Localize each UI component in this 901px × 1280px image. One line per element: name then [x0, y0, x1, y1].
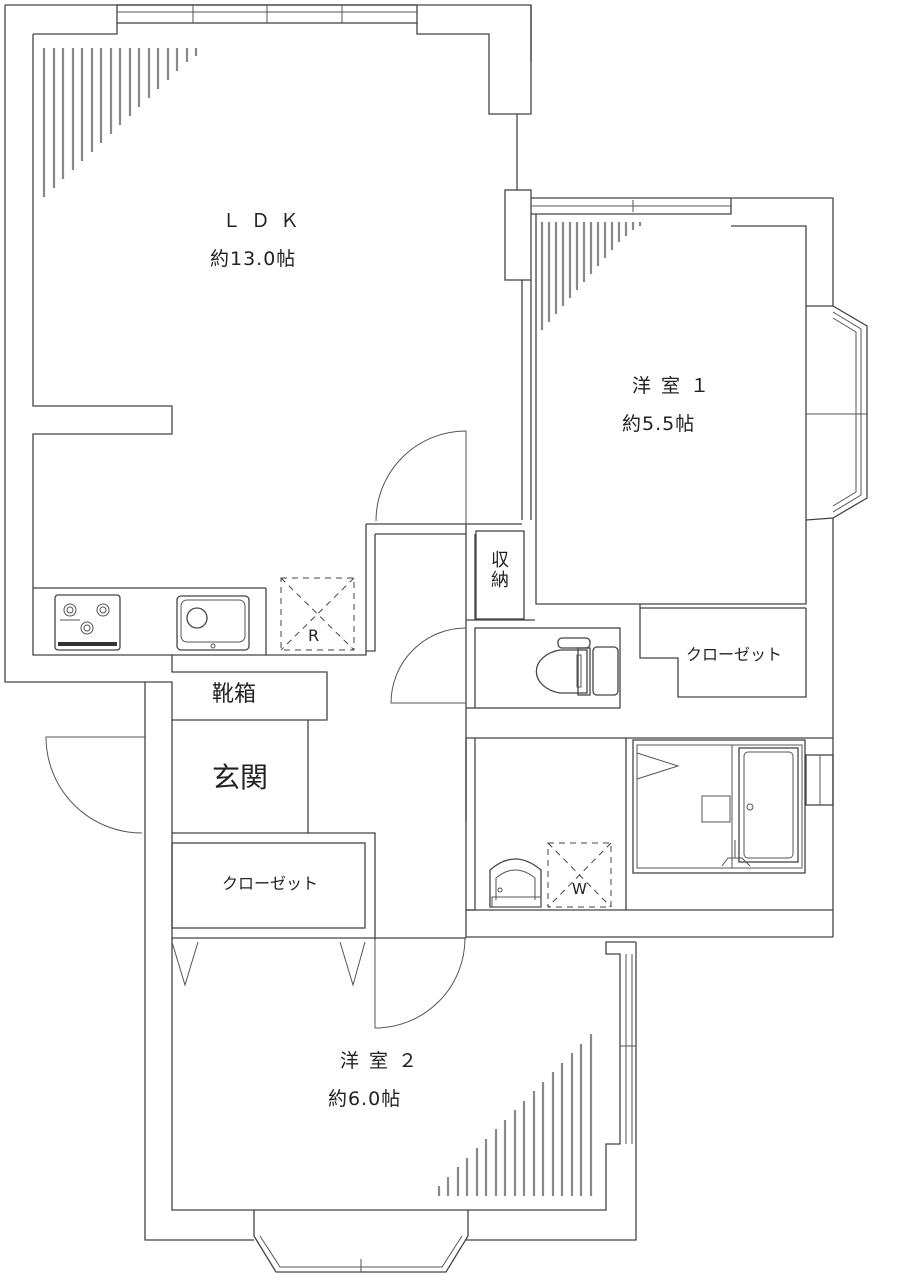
- window-ldk-top: [116, 4, 418, 24]
- ldk-door: [375, 430, 467, 524]
- room-name-western1: 洋室１: [632, 375, 720, 397]
- bathtub-icon: [738, 747, 799, 863]
- label-closet-room1: クローゼット: [686, 645, 783, 664]
- room2-door: [374, 937, 466, 1029]
- wall-column: [504, 189, 532, 281]
- label-shoe-box: 靴箱: [212, 682, 257, 707]
- bath-shelf: [636, 752, 680, 780]
- entrance-door: [45, 736, 145, 834]
- kitchen-sink-icon: [176, 595, 250, 651]
- room-size-ldk: 約13.0帖: [210, 248, 297, 270]
- hatching-room1: [540, 222, 642, 330]
- closet-room1: [639, 604, 807, 698]
- bay-window-room2: [253, 1210, 469, 1273]
- label-washer: W: [572, 880, 587, 898]
- label-fridge: R: [308, 626, 320, 645]
- gas-stove-icon: [54, 594, 121, 651]
- closet-door-right: [339, 941, 366, 987]
- label-entrance: 玄関: [212, 761, 269, 794]
- window-room2-right: [620, 954, 636, 1144]
- storage-closet: [475, 530, 525, 620]
- ldk-inner-wall: [32, 23, 518, 656]
- toilet-door: [390, 627, 467, 704]
- window-room1-top: [531, 200, 731, 212]
- room-size-western1: 約5.5帖: [622, 413, 696, 435]
- window-bath: [805, 754, 834, 806]
- bay-window-room1: [805, 305, 868, 521]
- bath-room: [632, 739, 806, 874]
- hatching-ldk: [42, 48, 198, 197]
- label-storage: 収納: [491, 550, 509, 591]
- room-size-western2: 約6.0帖: [328, 1088, 402, 1110]
- room-name-western2: 洋室２: [340, 1050, 428, 1072]
- label-closet-entrance: クローゼット: [222, 874, 319, 893]
- room-name-ldk: ＬＤＫ: [222, 210, 310, 232]
- toilet-icon: [535, 637, 619, 696]
- washbasin-icon: [489, 858, 542, 908]
- closet-door-left: [171, 941, 199, 987]
- hatching-room2: [437, 1034, 593, 1196]
- outer-wall: [4, 4, 637, 1241]
- closet-entrance: [171, 842, 366, 929]
- washer-space: [547, 842, 612, 908]
- faucet-icon: [721, 840, 751, 867]
- toilet-room: [474, 627, 621, 709]
- fridge-space: [280, 577, 355, 651]
